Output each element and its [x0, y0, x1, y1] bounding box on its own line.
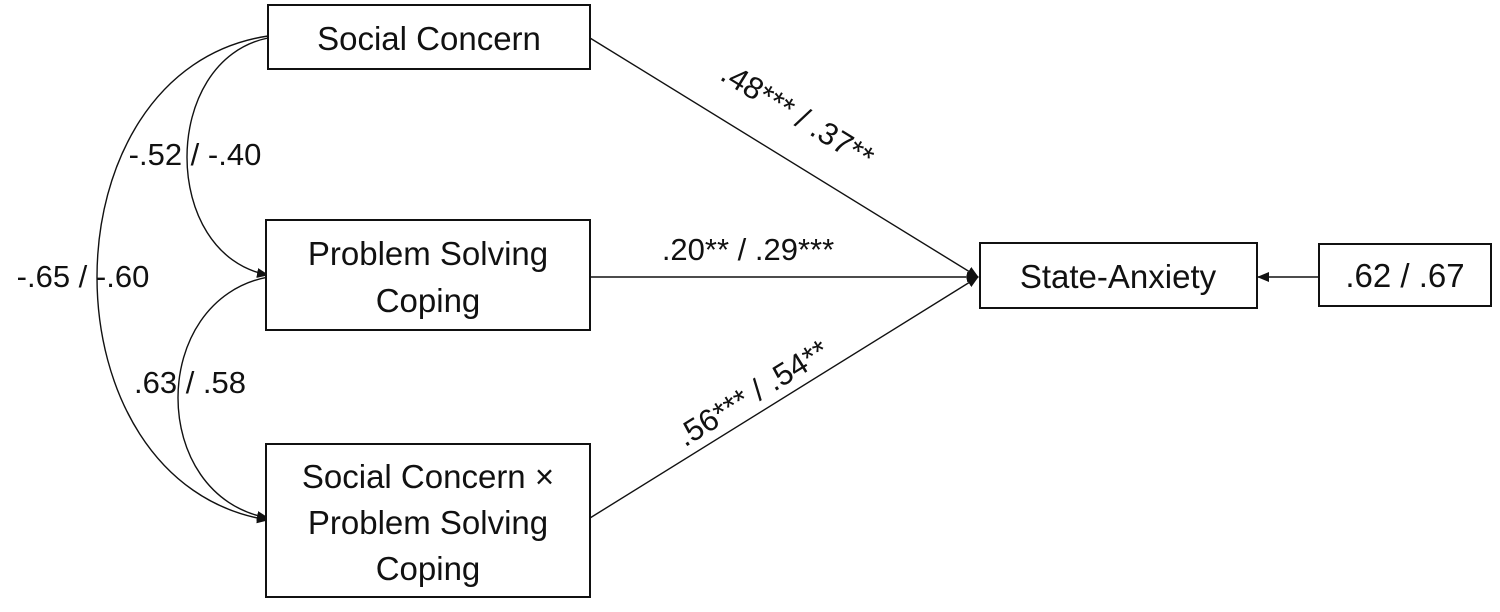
- node-label: Coping: [376, 550, 481, 587]
- corr-social-concern-problem-solving: -.52 / -.40: [129, 137, 262, 172]
- node-label: Social Concern: [317, 20, 541, 57]
- coef-interaction: .56*** / .54**: [670, 333, 835, 454]
- corr-problem-solving-interaction: .63 / .58: [134, 365, 246, 400]
- residual-label: .62 / .67: [1345, 257, 1464, 294]
- node-label: Problem Solving: [308, 504, 548, 541]
- curve-problem-solving-interaction: [177, 270, 280, 521]
- node-residual: .62 / .67: [1318, 243, 1492, 307]
- node-label: Social Concern ×: [302, 458, 554, 495]
- coef-problem-solving: .20** / .29***: [662, 232, 834, 267]
- path-social-concern-to-state-anxiety: [589, 37, 979, 278]
- node-label: Problem Solving: [308, 235, 548, 272]
- curve-social-concern-problem-solving: [186, 30, 280, 278]
- path-interaction-to-state-anxiety: [589, 276, 979, 519]
- coef-social-concern: .48*** / .37**: [715, 55, 880, 175]
- node-interaction: Social Concern × Problem Solving Coping: [265, 443, 591, 598]
- corr-social-concern-interaction: -.65 / -.60: [17, 259, 150, 294]
- node-label: Coping: [376, 282, 481, 319]
- node-problem-solving-coping: Problem Solving Coping: [265, 219, 591, 331]
- node-state-anxiety: State-Anxiety: [979, 242, 1258, 309]
- node-social-concern: Social Concern: [267, 4, 591, 70]
- node-label: State-Anxiety: [1020, 258, 1217, 295]
- curve-social-concern-interaction: [96, 29, 280, 524]
